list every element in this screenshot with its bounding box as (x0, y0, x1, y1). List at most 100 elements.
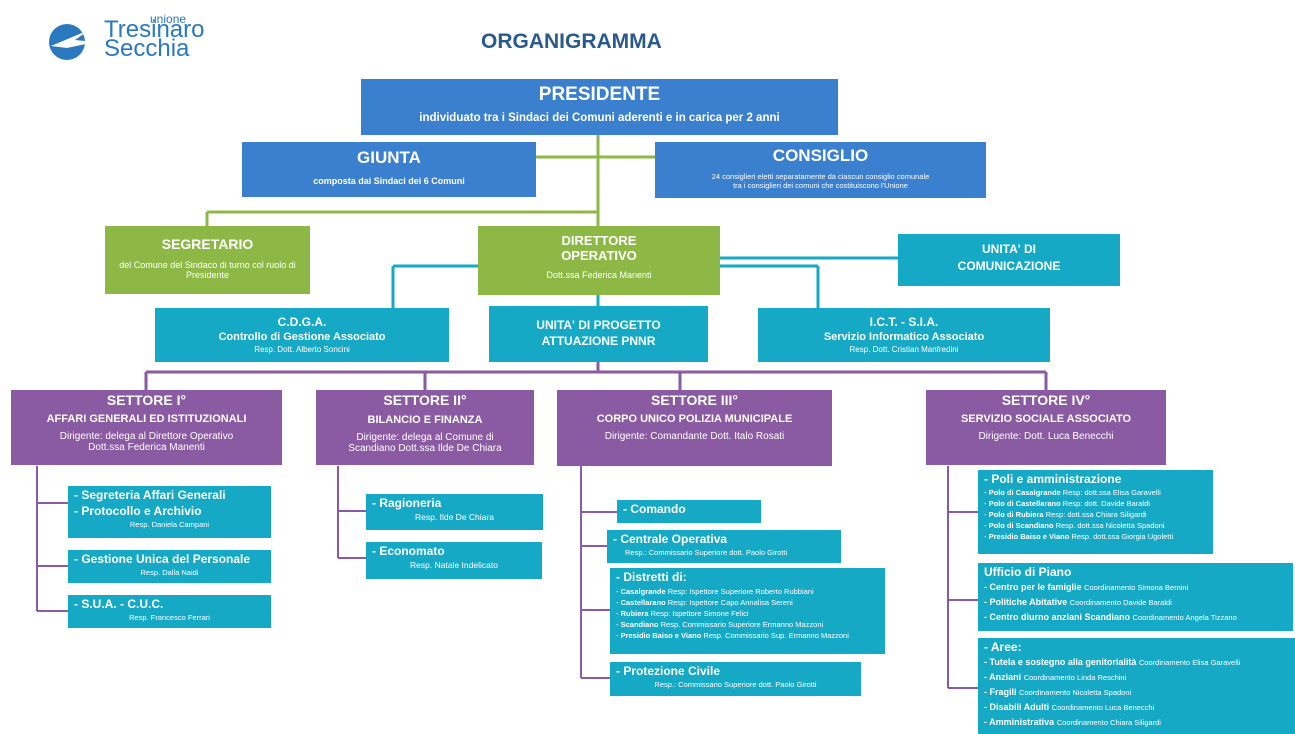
giunta-box: GIUNTA composta dai Sindaci dei 6 Comuni (242, 142, 536, 197)
direttore-subtitle: Dott.ssa Federica Manenti (546, 270, 652, 280)
cdga-resp: Resp. Dott. Alberto Soncini (254, 345, 350, 354)
list-item: - Rubiera Resp: Ispettore Simone Felici (616, 609, 749, 618)
s4-aree-label: - Aree: (984, 640, 1022, 654)
ict-subtitle: Servizio Informatico Associato (823, 331, 985, 343)
s3-protezione-box: - Protezione Civile Resp.: Commissario S… (610, 662, 861, 696)
segretario-box: SEGRETARIO del Comune del Sindaco di tur… (105, 226, 310, 294)
s4-aree-box: - Aree: - Tutela e sostegno alla genitor… (978, 638, 1295, 734)
s4-piano-list: - Centro per le famiglie Coordinamento S… (984, 580, 1287, 625)
s3-protezione-resp: Resp.: Commissario Superiore dott. Paolo… (654, 680, 817, 689)
comunicazione-title-2: COMUNICAZIONE (957, 259, 1061, 273)
s1-sua-resp: Resp. Francesco Ferrari (129, 613, 210, 622)
segretario-subtitle: del Comune del Sindaco di turno col ruol… (119, 260, 296, 280)
cdga-title: C.D.G.A. (277, 315, 327, 329)
consiglio-subtitle-2: tra i consiglieri dei comuni che costitu… (733, 181, 908, 190)
giunta-subtitle: composta dai Sindaci dei 6 Comuni (313, 176, 465, 186)
s1-segreteria-protocollo-box: - Segreteria Affari Generali - Protocoll… (68, 486, 271, 538)
logo-line-1: Tresinaro (104, 16, 205, 43)
s2-economato-resp: Resp. Natale Indelicato (410, 560, 498, 570)
list-item: - Presidio Baiso e Viano Resp. Commissar… (616, 631, 849, 640)
pnnr-title-2: ATTUAZIONE PNNR (541, 334, 656, 348)
list-item: - Anziani Coordinamento Linda Reschini (984, 672, 1127, 682)
presidente-box: PRESIDENTE individuato tra i Sindaci dei… (361, 79, 838, 135)
s4-aree-list: - Tutela e sostegno alla genitorialità C… (984, 655, 1289, 730)
ict-box: I.C.T. - S.I.A. Servizio Informatico Ass… (758, 308, 1050, 362)
list-item: - Polo di Rubiera Resp: dott.ssa Chiara … (984, 510, 1147, 519)
s3-distretti-list: - Casalgrande Resp: Ispettore Superiore … (616, 586, 879, 641)
s3-centrale-label: - Centrale Operativa (613, 532, 728, 546)
list-item: - Centro per le famiglie Coordinamento S… (984, 582, 1189, 592)
settore-2-dirigente-1: Dirigente: delega al Comune di (356, 432, 494, 443)
list-item: - Casalgrande Resp: Ispettore Superiore … (616, 587, 814, 596)
s2-ragioneria-resp: Resp. Ilde De Chiara (415, 512, 494, 522)
s2-economato-label: - Economato (372, 544, 445, 558)
cdga-box: C.D.G.A. Controllo di Gestione Associato… (155, 308, 449, 362)
pnnr-box: UNITA' DI PROGETTO ATTUAZIONE PNNR (489, 306, 708, 362)
pnnr-title-1: UNITA' DI PROGETTO (536, 318, 661, 332)
s2-economato-box: - Economato Resp. Natale Indelicato (366, 542, 542, 579)
comunicazione-title-1: UNITA' DI (982, 242, 1036, 256)
comunicazione-box: UNITA' DI COMUNICAZIONE (898, 234, 1120, 286)
s3-protezione-label: - Protezione Civile (616, 664, 721, 678)
direttore-box: DIRETTORE OPERATIVO Dott.ssa Federica Ma… (478, 226, 720, 295)
s3-distretti-box: - Distretti di: - Casalgrande Resp: Ispe… (610, 568, 885, 654)
s1-personale-box: - Gestione Unica del Personale Resp. Dal… (68, 550, 271, 583)
settore-1-box: SETTORE I° AFFARI GENERALI ED ISTITUZION… (11, 390, 282, 465)
list-item: - Scandiano Resp. Commissario Superiore … (616, 620, 824, 629)
settore-1-dirigente-2: Dott.ssa Federica Manenti (88, 442, 205, 453)
cdga-subtitle: Controllo di Gestione Associato (218, 331, 386, 343)
s4-poli-label: - Poli e amministrazione (984, 472, 1122, 486)
s4-poli-box: - Poli e amministrazione - Polo di Casal… (978, 470, 1213, 554)
s1-personale-label: - Gestione Unica del Personale (74, 552, 251, 566)
s1-sua-box: - S.U.A. - C.U.C. Resp. Francesco Ferrar… (68, 595, 271, 628)
ict-resp: Resp. Dott. Cristian Manfredini (849, 345, 959, 354)
settore-4-name: SERVIZIO SOCIALE ASSOCIATO (960, 413, 1132, 425)
list-item: - Politiche Abitative Coordinamento Davi… (984, 597, 1172, 607)
s1-sua-label: - S.U.A. - C.U.C. (74, 597, 164, 611)
s1-personale-resp: Resp. Dalla Naidi (140, 568, 199, 577)
s4-poli-list: - Polo di Casalgrande Resp: dott.ssa Eli… (984, 487, 1207, 542)
settore-1-dirigente-1: Dirigente: delega al Direttore Operativo (59, 431, 234, 442)
settore-4-box: SETTORE IV° SERVIZIO SOCIALE ASSOCIATO D… (926, 390, 1166, 465)
list-item: - Centro diurno anziani Scandiano Coordi… (984, 612, 1237, 622)
list-item: - Polo di Scandiano Resp. dott.ssa Nicol… (984, 521, 1165, 530)
logo-small-text: unione (150, 12, 187, 26)
list-item: - Disabili Adulti Coordinamento Luca Ben… (984, 702, 1155, 712)
settore-3-name: CORPO UNICO POLIZIA MUNICIPALE (596, 413, 793, 425)
s2-ragioneria-label: - Ragioneria (372, 496, 442, 510)
list-item: - Amministrativa Coordinamento Chiara Si… (984, 717, 1161, 727)
list-item: - Tutela e sostegno alla genitorialità C… (984, 657, 1241, 667)
list-item: - Castellarano Resp: Ispettore Capo Anna… (616, 598, 793, 607)
consiglio-subtitle-1: 24 consiglieri eletti separatamente da c… (711, 172, 930, 181)
settore-4-title: SETTORE IV° (1001, 392, 1091, 408)
presidente-subtitle: individuato tra i Sindaci dei Comuni ade… (419, 112, 780, 124)
s3-centrale-box: - Centrale Operativa Resp.: Commissario … (607, 530, 841, 563)
ict-title: I.C.T. - S.I.A. (869, 315, 939, 329)
s3-centrale-resp: Resp.: Commissario Superiore dott. Paolo… (625, 548, 788, 557)
s1-protocollo-label: - Protocollo e Archivio (74, 504, 202, 518)
logo-name: Tresinaro Secchia (104, 16, 205, 62)
s1-protocollo-resp: Resp. Daniela Campani (129, 520, 210, 529)
settore-2-dirigente-2: Scandiano Dott.ssa Ilde De Chiara (348, 443, 502, 454)
bird-logo-icon (49, 24, 95, 60)
page-title: ORGANIGRAMMA (481, 30, 662, 53)
logo-line-2: Secchia (104, 35, 190, 62)
settore-3-box: SETTORE III° CORPO UNICO POLIZIA MUNICIP… (557, 390, 832, 466)
direttore-title-2: OPERATIVO (561, 248, 637, 263)
s4-piano-box: Ufficio di Piano - Centro per le famigli… (978, 563, 1293, 631)
direttore-title-1: DIRETTORE (561, 233, 637, 248)
settore-4-dirigente: Dirigente: Dott. Luca Benecchi (978, 431, 1114, 442)
list-item: - Polo di Castellarano Resp: dott. David… (984, 499, 1150, 508)
list-item: - Polo di Casalgrande Resp: dott.ssa Eli… (984, 488, 1161, 497)
settore-1-title: SETTORE I° (106, 392, 187, 408)
settore-2-title: SETTORE II° (383, 392, 467, 408)
s1-segreteria-label: - Segreteria Affari Generali (74, 488, 226, 502)
consiglio-title: CONSIGLIO (772, 146, 869, 165)
s3-distretti-label: - Distretti di: (616, 570, 687, 584)
settore-3-dirigente: Dirigente: Comandante Dott. Italo Rosati (604, 431, 785, 442)
presidente-title: PRESIDENTE (538, 84, 661, 105)
segretario-title: SEGRETARIO (161, 236, 254, 252)
settore-2-box: SETTORE II° BILANCIO E FINANZA Dirigente… (316, 390, 534, 465)
s3-comando-box: - Comando (617, 500, 761, 523)
